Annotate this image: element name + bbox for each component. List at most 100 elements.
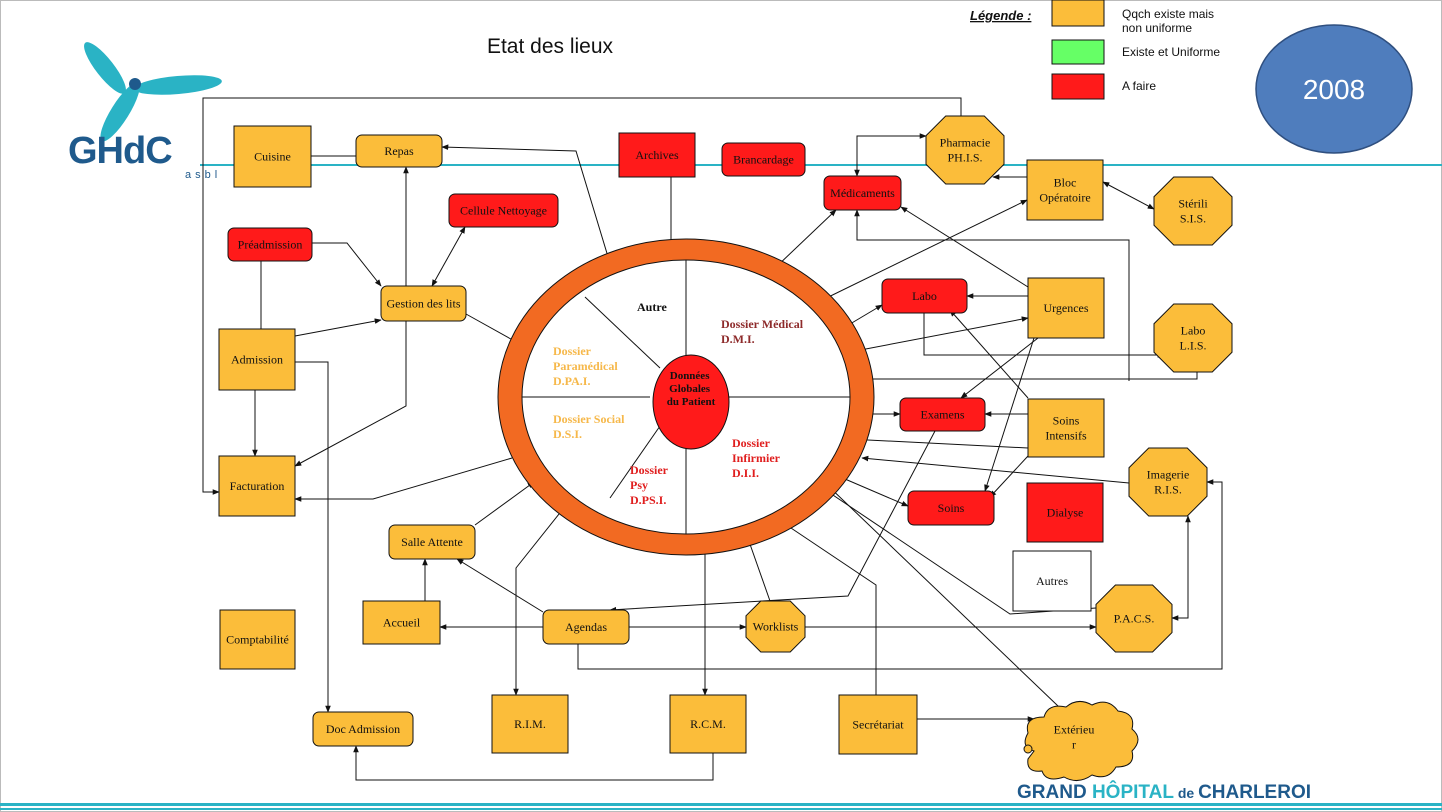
- sector-medical: Dossier Médical D.M.I.: [721, 317, 806, 346]
- node-archives-label-line-0: Archives: [635, 148, 679, 162]
- connector: [609, 430, 936, 613]
- footer-brand: GRAND HÔPITAL de CHARLEROI: [1017, 781, 1311, 803]
- node-accueil-label: Accueil: [383, 616, 421, 630]
- node-cellule-label-line-0: Cellule Nettoyage: [460, 204, 547, 218]
- node-secretariat-shape: [838, 694, 918, 755]
- connector: [949, 309, 1029, 399]
- sector-divider: [584, 296, 661, 369]
- connector: [353, 745, 714, 781]
- node-labo-label: Labo: [912, 289, 937, 303]
- node-facturation-shape: [218, 455, 296, 517]
- node-accueil: Accueil: [362, 600, 441, 645]
- year-label: 2008: [1303, 74, 1365, 105]
- center-label-line-0: Données: [670, 370, 710, 382]
- connector: [294, 321, 407, 467]
- node-urgences-label-line-0: Urgences: [1043, 301, 1088, 315]
- connector: [923, 313, 1165, 358]
- node-pacs-shape: [1095, 584, 1173, 653]
- node-archives-label: Archives: [635, 148, 679, 162]
- node-archives-shape: [618, 132, 696, 178]
- node-bloc-label-line-1: Opératoire: [1039, 191, 1090, 205]
- node-exterieur-label-line-1: r: [1072, 738, 1076, 752]
- center-label: Données Globales du Patient: [667, 370, 716, 408]
- node-urgences: Urgences: [1027, 277, 1105, 339]
- sector-autre: Autre: [637, 300, 667, 314]
- node-medicaments: Médicaments: [823, 175, 902, 211]
- node-cellule-label: Cellule Nettoyage: [460, 204, 547, 218]
- node-admission-label-line-0: Admission: [231, 353, 283, 367]
- node-pacs-label: P.A.C.S.: [1114, 612, 1155, 626]
- connector: [837, 475, 909, 507]
- node-secretariat-label-line-0: Secrétariat: [852, 718, 904, 732]
- center-circle: [652, 354, 730, 450]
- node-bloc-shape: [1026, 159, 1104, 221]
- sector-psy-line-2: D.PS.I.: [630, 493, 666, 507]
- node-sterili-label-line-0: Stérili: [1178, 197, 1208, 211]
- node-brancardage: Brancardage: [721, 142, 806, 177]
- node-repas-shape: [355, 134, 443, 168]
- sector-infirmier-line-0: Dossier: [732, 436, 771, 450]
- node-rcm-shape: [669, 694, 747, 754]
- connector: [294, 457, 513, 502]
- node-labo: Labo: [881, 278, 968, 314]
- sector-psy-line-0: Dossier: [630, 463, 669, 477]
- node-soinsint-label-line-0: Soins: [1053, 414, 1080, 428]
- node-archives: Archives: [618, 132, 696, 178]
- node-docadm-shape: [312, 711, 414, 747]
- node-agendas-label: Agendas: [565, 620, 607, 634]
- node-imagerie-label-line-1: R.I.S.: [1154, 483, 1182, 497]
- connector: [849, 316, 1029, 354]
- node-cuisine-label: Cuisine: [254, 150, 291, 164]
- node-rim-label: R.I.M.: [514, 717, 546, 731]
- node-cuisine-shape: [233, 125, 312, 188]
- node-facturation-label: Facturation: [230, 479, 285, 493]
- sector-infirmier-line-2: D.I.I.: [732, 466, 759, 480]
- node-dialyse: Dialyse: [1026, 482, 1104, 543]
- node-pharmacie-shape: [925, 115, 1005, 185]
- footer-line: [0, 803, 1442, 806]
- connector: [295, 361, 331, 713]
- node-autres-label-line-0: Autres: [1036, 574, 1068, 588]
- data-ring-outer-edge: [497, 238, 875, 556]
- node-docadm-label: Doc Admission: [326, 722, 400, 736]
- node-soins-shape: [907, 490, 995, 526]
- footer-brand-part-2: de: [1174, 785, 1198, 801]
- page-title: Etat des lieux: [487, 35, 614, 58]
- node-secretariat-label: Secrétariat: [852, 718, 904, 732]
- node-cuisine-label-line-0: Cuisine: [254, 150, 291, 164]
- node-gestion-label-line-0: Gestion des lits: [387, 297, 461, 311]
- sector-social-line-1: D.S.I.: [553, 427, 582, 441]
- node-cellule: Cellule Nettoyage: [448, 193, 559, 228]
- node-gestion-label: Gestion des lits: [387, 297, 461, 311]
- sector-psy-line-1: Psy: [630, 478, 648, 492]
- legend-label-1: Existe et Uniforme: [1122, 45, 1220, 59]
- legend: Légende : Qqch existe mais non uniforme …: [970, 0, 1220, 100]
- footer-brand-part-3: CHARLEROI: [1198, 782, 1311, 803]
- connector: [784, 523, 877, 695]
- node-worklists-label-line-0: Worklists: [753, 620, 799, 634]
- node-autres: Autres: [1012, 550, 1092, 612]
- footer-line-2: [0, 808, 1442, 810]
- node-salle: Salle Attente: [388, 524, 476, 560]
- node-preadmission-label: Préadmission: [238, 238, 303, 252]
- node-medicaments-shape: [823, 175, 902, 211]
- cloud-puff: [1023, 744, 1033, 754]
- node-bloc-label-line-0: Bloc: [1054, 176, 1077, 190]
- sector-paramedical-line-2: D.PA.I.: [553, 374, 590, 388]
- connector: [989, 455, 1029, 498]
- node-rim-shape: [491, 694, 569, 754]
- legend-label-0: Qqch existe mais non uniforme: [1122, 7, 1217, 35]
- node-imagerie-shape: [1128, 447, 1208, 517]
- sector-infirmier: Dossier Infirmier D.I.I.: [732, 436, 783, 480]
- central-patient-data: Données Globales du Patient Autre Dossie…: [497, 238, 875, 556]
- node-labo-label-line-0: Labo: [912, 289, 937, 303]
- connector: [294, 318, 382, 337]
- node-facturation-label-line-0: Facturation: [230, 479, 285, 493]
- node-autres-label: Autres: [1036, 574, 1068, 588]
